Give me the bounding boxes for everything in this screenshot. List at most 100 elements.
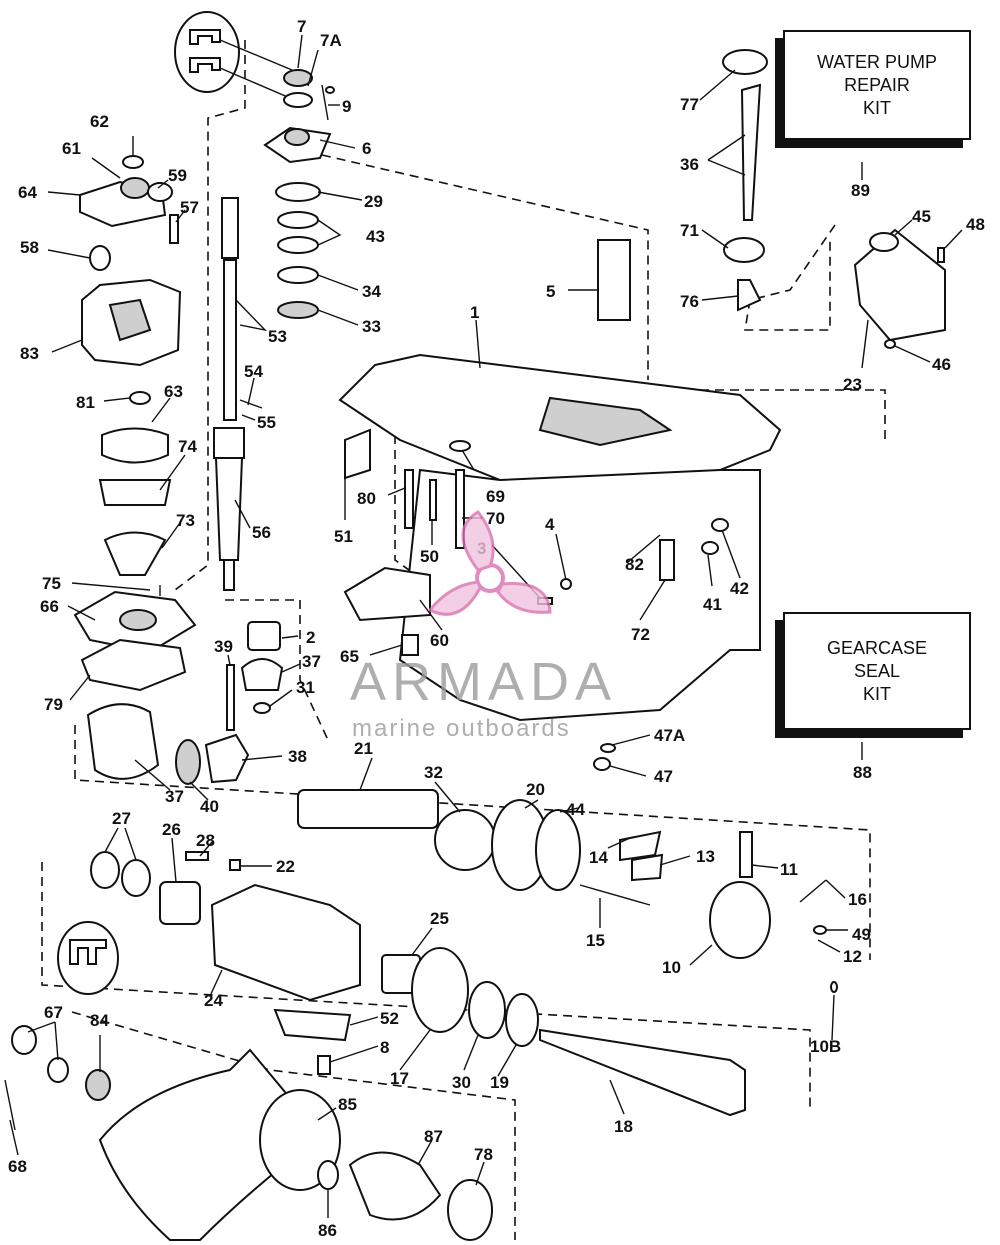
armada-watermark: ARMADA marine outboards [350, 510, 617, 742]
part-label: 52 [380, 1009, 399, 1028]
part-label: 10B [810, 1037, 841, 1056]
water-pump-kit-box: WATER PUMP REPAIR KIT [783, 30, 971, 140]
part-label: 42 [730, 579, 749, 598]
part-label: 6 [362, 139, 371, 158]
watermark-brand: ARMADA [350, 652, 617, 712]
part-label: 29 [364, 192, 383, 211]
part-label: 10 [662, 958, 681, 977]
part-label: 17 [390, 1069, 409, 1088]
part-label: 5 [546, 282, 555, 301]
part-label: 54 [244, 362, 263, 381]
leader-lines [9, 34, 963, 1218]
part-label: 59 [168, 166, 187, 185]
part-label: 53 [268, 327, 287, 346]
part-label: 38 [288, 747, 307, 766]
part-label: 44 [566, 800, 585, 819]
part-label: 78 [474, 1145, 493, 1164]
part-label: 25 [430, 909, 449, 928]
part-label: 84 [90, 1011, 109, 1030]
part-label: 81 [76, 393, 95, 412]
part-label: 2 [306, 628, 315, 647]
part-label: 21 [354, 739, 373, 758]
forward-gear [86, 703, 201, 785]
part-label: 1 [470, 303, 479, 322]
part-label: 79 [44, 695, 63, 714]
kit-title-line: WATER PUMP [817, 51, 937, 72]
part-label: 74 [178, 437, 197, 456]
part-label: 67 [44, 1003, 63, 1022]
part-label: 47A [654, 726, 685, 745]
part-label: 27 [112, 809, 131, 828]
part-label: 50 [420, 547, 439, 566]
part-label: 26 [162, 820, 181, 839]
part-label: 33 [362, 317, 381, 336]
kit-title-line: SEAL [853, 660, 901, 681]
kit-title-line: KIT [862, 97, 891, 118]
part-label: 16 [848, 890, 867, 909]
part-label: 15 [586, 931, 605, 950]
kit-number-gearcase-seal: 88 [853, 763, 872, 782]
part-label: 47 [654, 767, 673, 786]
propeller-logo-icon [427, 510, 552, 616]
kit-title-line: REPAIR [844, 74, 910, 95]
part-label: 63 [164, 382, 183, 401]
kit-number-water-pump: 89 [851, 181, 870, 200]
part-label: 72 [631, 625, 650, 644]
part-label: 62 [90, 112, 109, 131]
seal-stack [263, 69, 335, 319]
part-label: 64 [18, 183, 37, 202]
part-label: 23 [843, 375, 862, 394]
gearcase-seal-kit-box: GEARCASE SEAL KIT [783, 612, 971, 730]
part-label: 85 [338, 1095, 357, 1114]
part-label: 86 [318, 1221, 337, 1240]
part-label: 68 [8, 1157, 27, 1176]
part-label: 37 [165, 787, 184, 806]
driveshaft [213, 197, 263, 591]
part-label: 14 [589, 848, 608, 867]
part-label: 41 [703, 595, 722, 614]
propeller-assembly [4, 1025, 493, 1241]
part-label: 20 [526, 780, 545, 799]
part-label: 71 [680, 221, 699, 240]
part-label: 22 [276, 857, 295, 876]
kit-title-line: GEARCASE [826, 637, 928, 658]
pinion-bearing-assembly [204, 621, 284, 784]
assembly-dashed-lines [41, 40, 886, 1240]
part-label: 49 [852, 925, 871, 944]
part-label: 76 [680, 292, 699, 311]
part-label: 60 [430, 631, 449, 650]
part-label: 31 [296, 678, 315, 697]
part-label: 28 [196, 831, 215, 850]
part-label: 19 [490, 1073, 509, 1092]
part-label: 58 [20, 238, 39, 257]
part-labels: 7 7A 9 6 29 43 34 33 62 61 59 64 57 58 8… [8, 17, 985, 1240]
part-label: 69 [486, 487, 505, 506]
part-label: 24 [204, 991, 223, 1010]
watermark-tagline: marine outboards [352, 715, 571, 742]
part-label: 87 [424, 1127, 443, 1146]
part-label: 80 [357, 489, 376, 508]
part-label: 8 [380, 1038, 389, 1057]
part-label: 73 [176, 511, 195, 530]
part-label: 61 [62, 139, 81, 158]
part-label: 75 [42, 574, 61, 593]
kit-title-line: KIT [862, 683, 891, 704]
part-label: 4 [545, 515, 555, 534]
part-label: 70 [486, 509, 505, 528]
part-label: 34 [362, 282, 381, 301]
part-label: 48 [966, 215, 985, 234]
part-label: 40 [200, 797, 219, 816]
part-label: 82 [625, 555, 644, 574]
pump-housing-top [79, 155, 182, 367]
part-label: 39 [214, 637, 233, 656]
part-label: 46 [932, 355, 951, 374]
part-label: 57 [180, 198, 199, 217]
part-label: 37 [302, 652, 321, 671]
part-label: 43 [366, 227, 385, 246]
part-label: 65 [340, 647, 359, 666]
part-label: 36 [680, 155, 699, 174]
part-label: 30 [452, 1073, 471, 1092]
part-label: 9 [342, 97, 351, 116]
part-label: 12 [843, 947, 862, 966]
